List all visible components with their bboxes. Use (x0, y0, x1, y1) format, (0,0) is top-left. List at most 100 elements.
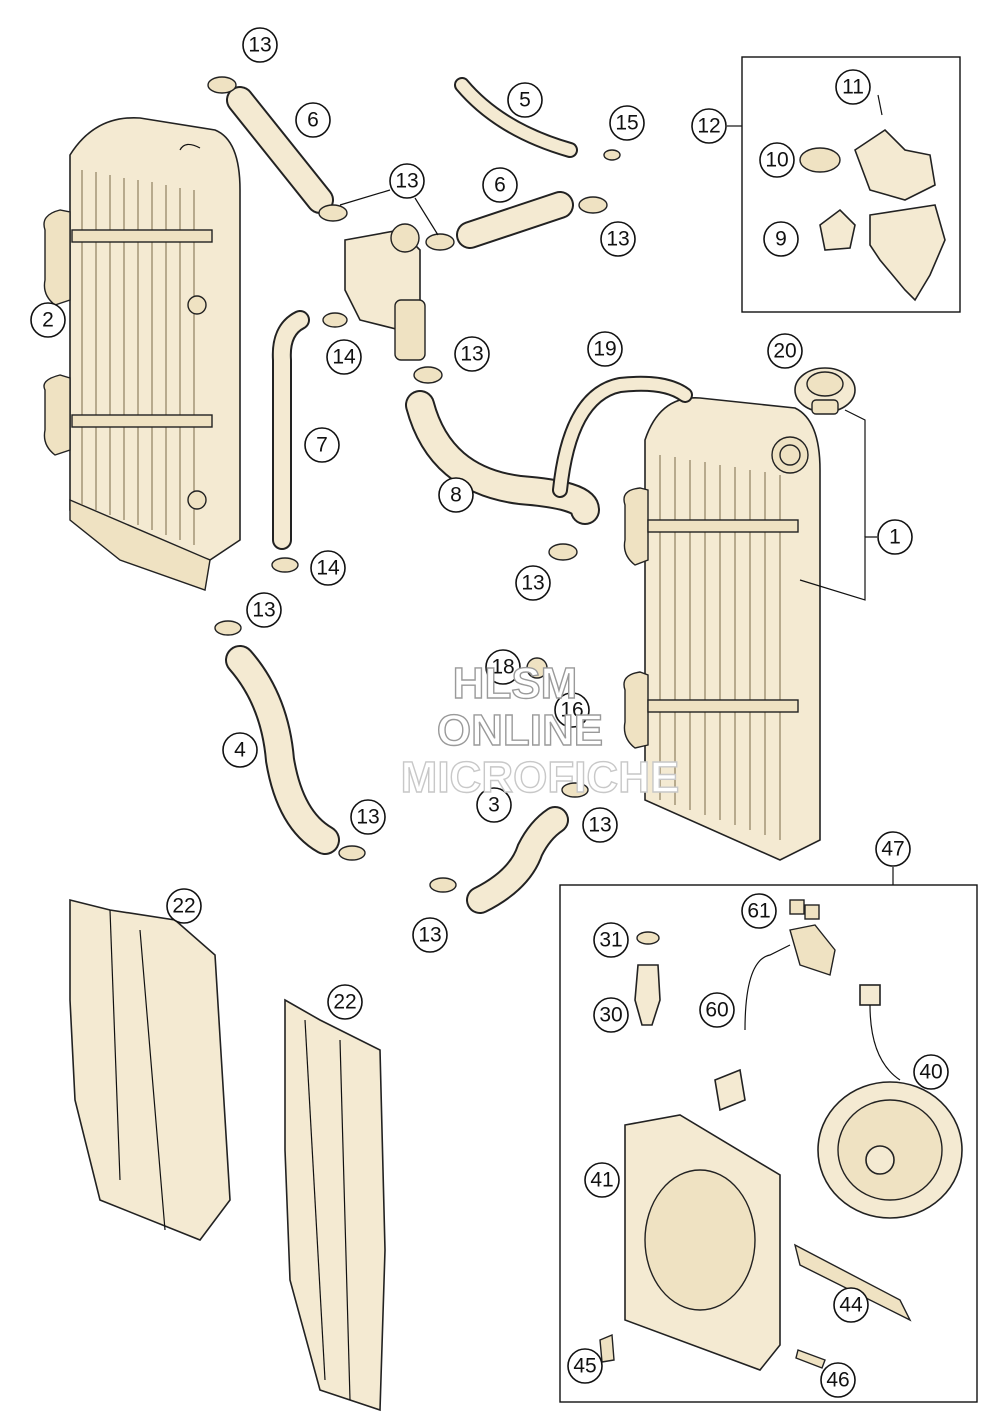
callout-c44: 44 (833, 1287, 869, 1323)
callout-label: 13 (521, 572, 544, 595)
callout-c18: 18 (485, 649, 521, 685)
callout-circle (567, 1348, 603, 1384)
callout-c9: 9 (763, 221, 799, 257)
callout-circle (763, 221, 799, 257)
callout-label: 6 (494, 174, 506, 197)
callout-circle (820, 1362, 856, 1398)
callout-c60: 60 (699, 992, 735, 1028)
leader-lines (339, 125, 894, 885)
callout-label: 5 (519, 89, 531, 112)
callout-circle (454, 336, 490, 372)
callout-circle (554, 692, 590, 728)
callout-c16: 16 (554, 692, 590, 728)
callout-c2: 2 (30, 302, 66, 338)
callout-c46: 46 (820, 1362, 856, 1398)
callout-label: 11 (842, 76, 864, 99)
callout-c19: 19 (587, 331, 623, 367)
callout-circle (587, 331, 623, 367)
callout-label: 31 (599, 929, 622, 952)
fan-kit-box (559, 884, 978, 1403)
callout-circle (593, 922, 629, 958)
radiator-guard-right (284, 998, 386, 1412)
watermark-line1: HLSM (453, 659, 578, 708)
callout-label: 19 (593, 338, 616, 361)
pump-housing (344, 223, 426, 361)
callout-label: 13 (606, 228, 629, 251)
callout-c61: 61 (741, 893, 777, 929)
callout-circle (310, 550, 346, 586)
right-radiator (623, 397, 821, 861)
callout-c3: 3 (476, 787, 512, 823)
callout-label: 13 (460, 343, 483, 366)
callout-label: 22 (333, 991, 356, 1014)
callout-circle (833, 1287, 869, 1323)
callout-c20: 20 (767, 333, 803, 369)
callout-label: 4 (234, 739, 246, 762)
hose-clamps (207, 76, 621, 893)
radiator-guard-left (69, 898, 231, 1241)
callout-c8: 8 (438, 477, 474, 513)
callout-label: 9 (775, 228, 787, 251)
callout-circle (507, 82, 543, 118)
callout-c6b: 6 (482, 167, 518, 203)
callout-circle (389, 163, 425, 199)
callout-c22b: 22 (327, 984, 363, 1020)
callout-label: 20 (773, 340, 796, 363)
callout-circle (691, 108, 727, 144)
callout-circle (609, 105, 645, 141)
callout-label: 10 (765, 149, 788, 172)
callout-circle (30, 302, 66, 338)
callout-label: 13 (588, 814, 611, 837)
callout-circle (835, 69, 871, 105)
callout-c31: 31 (593, 922, 629, 958)
callout-circle (515, 565, 551, 601)
callout-label: 44 (839, 1294, 863, 1317)
callout-circle (875, 831, 911, 867)
callout-label: 41 (590, 1169, 613, 1192)
watermark-line3: MICROFICHE (401, 753, 680, 802)
callout-label: 46 (826, 1369, 849, 1392)
callout-label: 18 (491, 656, 514, 679)
callout-label: 30 (599, 1004, 622, 1027)
callout-label: 15 (615, 112, 638, 135)
callout-circle (222, 732, 258, 768)
callout-c15: 15 (609, 105, 645, 141)
callout-label: 7 (316, 434, 328, 457)
callout-c40: 40 (913, 1054, 949, 1090)
callout-circle (582, 807, 618, 843)
callout-circle (741, 893, 777, 929)
callout-circle (482, 167, 518, 203)
callout-circle (295, 102, 331, 138)
callout-label: 60 (705, 999, 728, 1022)
callout-circle (412, 917, 448, 953)
callout-circle (166, 888, 202, 924)
callout-circle (699, 992, 735, 1028)
callout-label: 13 (248, 34, 271, 57)
callout-c14a: 14 (326, 339, 362, 375)
callout-c13h: 13 (582, 807, 618, 843)
callout-circle (767, 333, 803, 369)
callout-label: 13 (252, 599, 275, 622)
callout-c30: 30 (593, 997, 629, 1033)
fan-kit-parts (599, 899, 963, 1371)
callout-c13e: 13 (515, 565, 551, 601)
callout-c11: 11 (835, 69, 871, 105)
callout-c5: 5 (507, 82, 543, 118)
callout-c10: 10 (759, 142, 795, 178)
callout-label: 2 (42, 309, 54, 332)
callout-circle (593, 997, 629, 1033)
thermostat-kit-box (741, 56, 961, 313)
callout-circle (326, 339, 362, 375)
callout-label: 14 (316, 557, 340, 580)
callout-circle (246, 592, 282, 628)
watermark-line2: ONLINE (437, 706, 603, 755)
callout-circle (877, 519, 913, 555)
left-radiator-fins (81, 170, 195, 545)
callout-circle (485, 649, 521, 685)
callout-c14b: 14 (310, 550, 346, 586)
callout-c41: 41 (584, 1162, 620, 1198)
callout-c13g: 13 (350, 799, 386, 835)
callout-c4: 4 (222, 732, 258, 768)
